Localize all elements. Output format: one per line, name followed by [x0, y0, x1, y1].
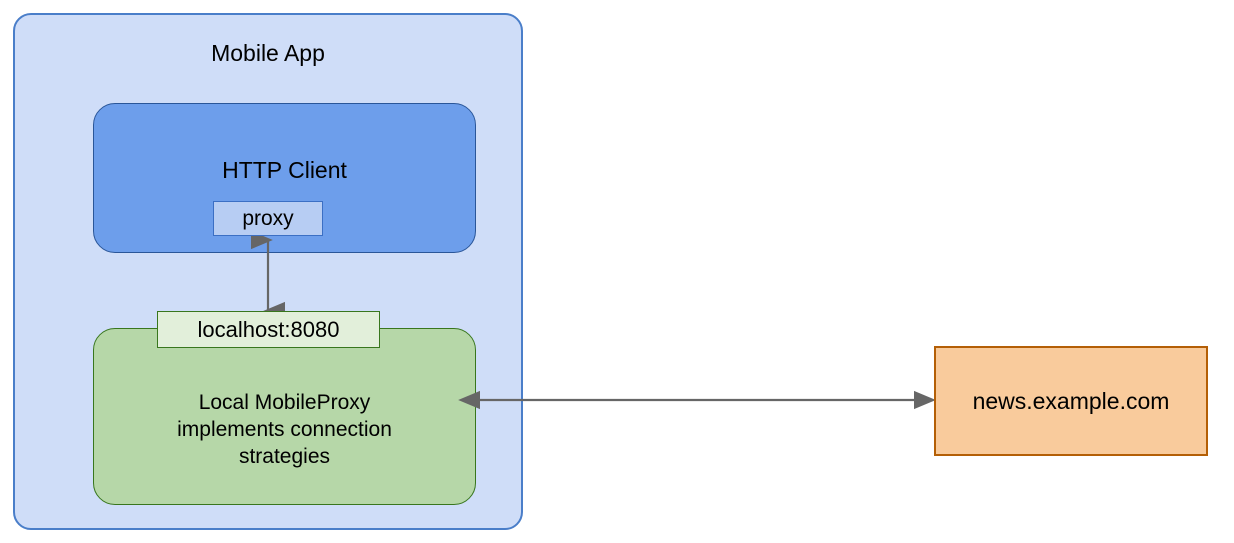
localhost-address-chip[interactable]: localhost:8080	[157, 311, 380, 348]
local-mobileproxy-label-line1: Local MobileProxy	[198, 391, 371, 414]
local-mobileproxy-node[interactable]: Local MobileProxy implements connection …	[93, 328, 476, 505]
proxy-port-chip[interactable]: proxy	[213, 201, 323, 236]
mobile-app-container[interactable]: Mobile App HTTP Client Local MobileProxy…	[13, 13, 523, 530]
local-mobileproxy-label-line3: strategies	[238, 445, 331, 468]
mobile-app-title: Mobile App	[211, 40, 325, 66]
local-mobileproxy-label-line2: implements connection	[177, 418, 392, 441]
local-mobileproxy-label: Local MobileProxy implements connection …	[118, 389, 451, 470]
remote-server-node[interactable]: news.example.com	[934, 346, 1208, 456]
http-client-label: HTTP Client	[222, 157, 347, 183]
